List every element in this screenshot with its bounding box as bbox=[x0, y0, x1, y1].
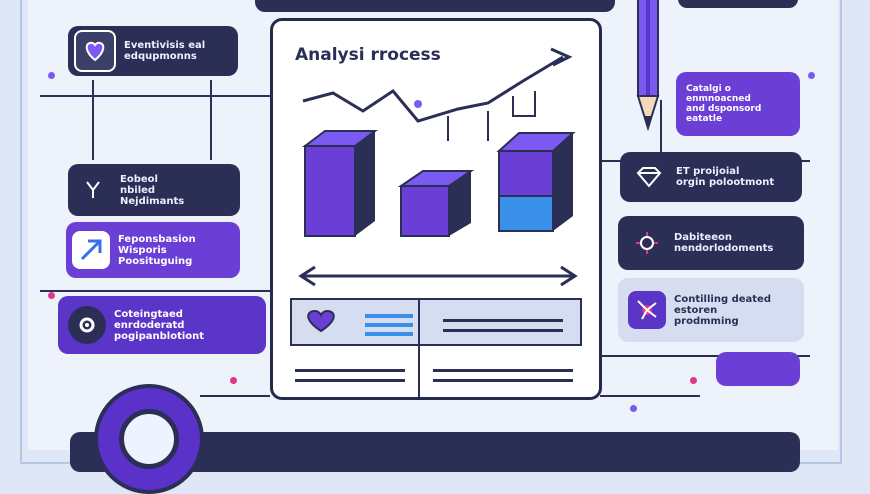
connector-line bbox=[92, 80, 94, 160]
merge-icon bbox=[74, 171, 112, 209]
connector-dot bbox=[808, 72, 815, 79]
network-icon bbox=[628, 291, 666, 329]
card-right-4-label: Contilling deated estoren prodmming bbox=[674, 293, 771, 327]
card-left-1[interactable]: Eventivisis eal edqupmonns bbox=[68, 26, 238, 76]
connector-line bbox=[600, 355, 810, 357]
analysis-document: Analysi rrocess bbox=[270, 18, 602, 400]
top-right-bar bbox=[678, 0, 798, 8]
dial-center bbox=[119, 409, 179, 469]
connector-dot bbox=[48, 72, 55, 79]
connector-line bbox=[210, 80, 212, 160]
connector-dot bbox=[690, 377, 697, 384]
top-left-bar bbox=[255, 0, 615, 12]
connector-line bbox=[600, 395, 700, 397]
gear-icon bbox=[68, 306, 106, 344]
card-left-4-label: Coteingtaed enrdoderatd pogipanblotiont bbox=[114, 308, 205, 342]
card-right-1[interactable]: Catalgi o enmnoacned and dsponsord eatat… bbox=[676, 72, 800, 136]
card-left-2-label: Eobeol nbiled Nejdimants bbox=[120, 173, 185, 207]
card-left-3[interactable]: Feponsbasion Wisporis Poosituguing bbox=[66, 222, 240, 278]
card-left-3-label: Feponsbasion Wisporis Poosituguing bbox=[118, 233, 196, 267]
pencil-icon bbox=[636, 0, 660, 132]
connector-line bbox=[40, 290, 270, 292]
card-right-3[interactable]: Dabiteeon nendorlodoments bbox=[618, 216, 804, 270]
card-left-4[interactable]: Coteingtaed enrdoderatd pogipanblotiont bbox=[58, 296, 266, 354]
card-right-4[interactable]: Contilling deated estoren prodmming bbox=[618, 278, 804, 342]
document-illustration bbox=[290, 47, 582, 397]
connector-line bbox=[200, 395, 270, 397]
connector-dot bbox=[230, 377, 237, 384]
arrow-diagonal-icon bbox=[72, 231, 110, 269]
card-right-5[interactable] bbox=[716, 352, 800, 386]
card-left-2[interactable]: Eobeol nbiled Nejdimants bbox=[68, 164, 240, 216]
sparkle-icon bbox=[628, 224, 666, 262]
dial-knob[interactable] bbox=[94, 384, 204, 494]
card-left-1-label: Eventivisis eal edqupmonns bbox=[124, 40, 206, 62]
card-right-2[interactable]: ET proijoial orgin polootmont bbox=[620, 152, 802, 202]
connector-dot bbox=[630, 405, 637, 412]
diamond-icon bbox=[630, 158, 668, 196]
connector-dot bbox=[48, 292, 55, 299]
document-title: Analysi rrocess bbox=[295, 45, 441, 65]
card-right-3-label: Dabiteeon nendorlodoments bbox=[674, 232, 774, 254]
connector-line bbox=[40, 95, 270, 97]
connector-line bbox=[660, 100, 662, 180]
card-right-1-label: Catalgi o enmnoacned and dsponsord eatat… bbox=[686, 84, 762, 124]
card-right-2-label: ET proijoial orgin polootmont bbox=[676, 166, 775, 188]
heart-icon bbox=[74, 30, 116, 72]
